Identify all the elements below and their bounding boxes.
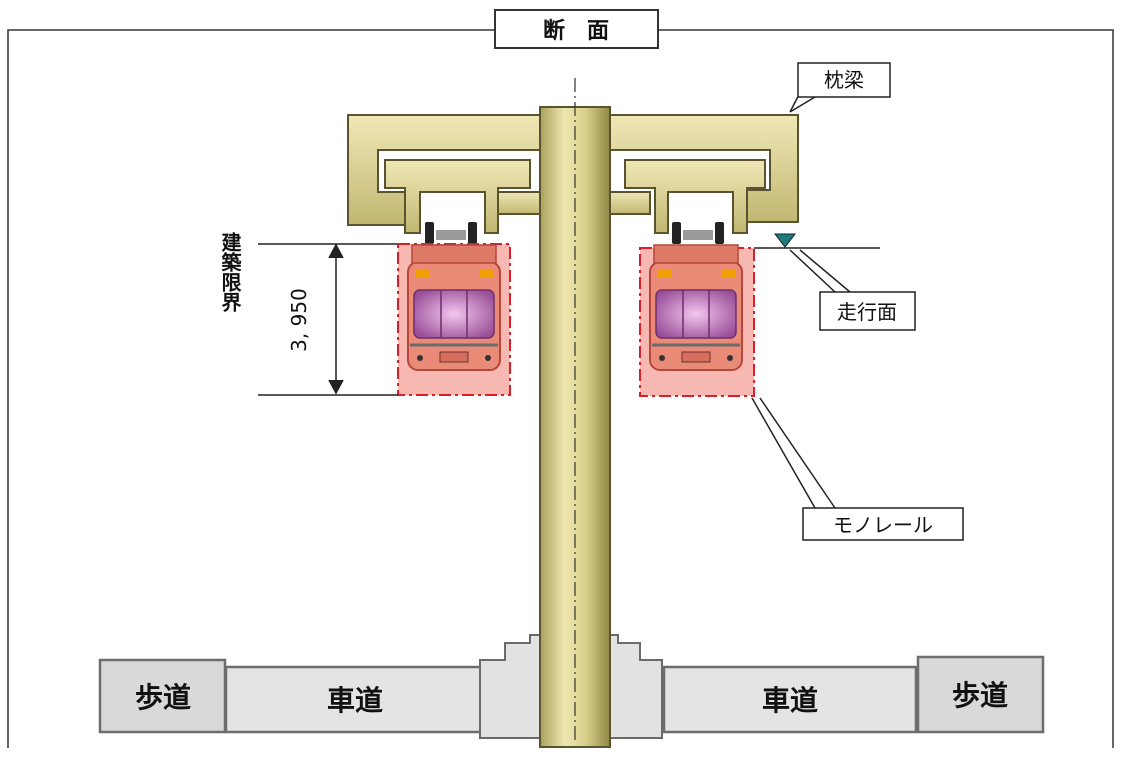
frame-border — [7, 29, 1114, 748]
dimension-value: 3, 950 — [287, 288, 311, 352]
sidewalk-left-label: 歩道 — [135, 681, 191, 714]
sidewalk-right-label: 歩道 — [952, 679, 1008, 712]
road-layer — [98, 655, 1045, 734]
dimension-lines — [258, 243, 398, 396]
window-right — [655, 289, 737, 339]
monorail-label: モノレール — [833, 513, 933, 537]
title-box: 断 面 — [494, 9, 659, 49]
window-left — [413, 289, 495, 339]
sidewalk-left — [98, 658, 227, 734]
callout-cross-beam: 枕梁 — [789, 62, 891, 113]
sidewalk-right — [916, 655, 1045, 734]
cross-beam-label: 枕梁 — [824, 68, 864, 92]
roadway-left — [224, 665, 486, 734]
running-surface-marker — [773, 233, 797, 248]
construction-gauge-label: 建築限界 — [218, 231, 242, 313]
running-surface-label: 走行面 — [837, 300, 897, 324]
monorail-left — [397, 243, 511, 396]
bogie-wheels — [425, 222, 724, 244]
roadway-right — [662, 665, 918, 734]
roadway-left-label: 車道 — [327, 684, 383, 717]
roadway-right-label: 車道 — [762, 684, 818, 717]
callout-running-surface: 走行面 — [789, 249, 916, 331]
page-title: 断 面 — [543, 18, 609, 44]
cross-beam — [347, 114, 799, 234]
callout-monorail: モノレール — [751, 397, 964, 541]
monorail-right — [639, 244, 755, 397]
